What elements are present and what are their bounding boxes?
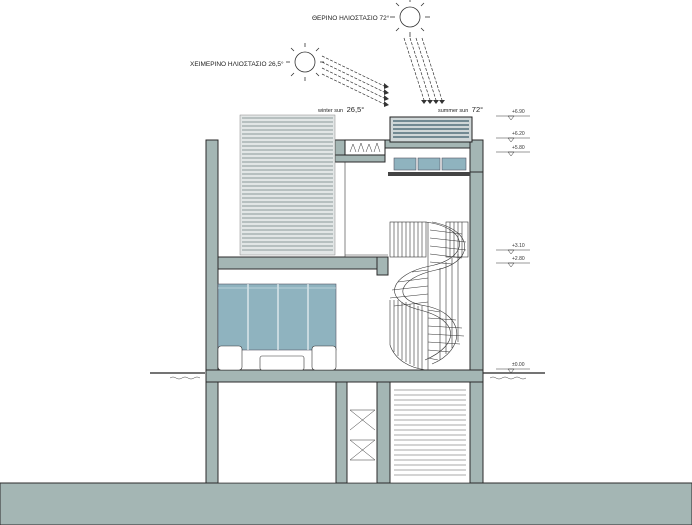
right-upper-wall — [469, 139, 484, 173]
level-label: +3.10 — [512, 243, 525, 249]
basement-storage-stripes — [394, 389, 466, 476]
ground-floor-slab — [205, 369, 484, 383]
summer-sun-caption: summer sun 72° — [438, 105, 483, 114]
level-marker: +3.10 — [496, 243, 530, 255]
summer-sun — [390, 0, 445, 104]
upper-railing — [389, 221, 469, 258]
summer-sun-caption-angle: 72° — [472, 105, 483, 114]
ground-hatch — [169, 376, 527, 380]
level-marker: +6.20 — [496, 131, 530, 143]
winter-sun-caption: winter sun 26,5° — [317, 105, 364, 114]
basement-room-left — [217, 381, 337, 484]
winter-sun-rays — [321, 55, 385, 105]
level-marker: +6.90 — [496, 109, 530, 121]
level-marker: ±0.00 — [496, 362, 530, 374]
skylight-louvres — [393, 120, 469, 138]
basement-room-mid — [346, 381, 378, 484]
winter-sun — [286, 43, 389, 107]
ground-floor-glazing — [217, 283, 337, 351]
summer-sun-rays — [403, 37, 443, 101]
basement-room-right — [389, 381, 471, 484]
slab-drop — [376, 256, 389, 276]
roof-planter — [344, 139, 386, 156]
summer-sun-caption-prefix: summer sun — [438, 108, 468, 114]
basement-stair — [349, 409, 376, 461]
winter-sun-icon — [294, 51, 316, 73]
ground-slab — [0, 482, 692, 525]
summer-sun-icon — [399, 6, 421, 28]
level-label: +6.90 — [512, 109, 525, 115]
basement-column-1 — [335, 381, 348, 484]
left-wall — [205, 139, 219, 484]
level-label: +5.80 — [512, 145, 525, 151]
summer-solstice-label: ΘΕΡΙΝΟ ΗΛΙΟΣΤΑΣΙΟ 72° — [312, 14, 390, 22]
winter-sun-caption-prefix: winter sun — [317, 108, 343, 114]
level-label: ±0.00 — [512, 362, 525, 368]
level-label: +2.80 — [512, 256, 525, 262]
clerestory-windows — [393, 157, 467, 171]
winter-sun-caption-angle: 26,5° — [347, 105, 365, 114]
mezzanine-slab — [388, 172, 470, 176]
first-floor-slab — [217, 256, 389, 270]
planter-plants — [349, 142, 381, 153]
louvre-slats — [242, 117, 333, 251]
level-marker: +2.80 — [496, 256, 530, 268]
right-wall — [469, 171, 484, 484]
basement-column-2 — [376, 381, 391, 484]
ground-floor-furniture — [217, 345, 337, 371]
level-label: +6.20 — [512, 131, 525, 137]
level-markers: +6.90 +6.20 +5.80 +3.10 +2.80 ±0.00 — [496, 109, 530, 374]
roof-parapet — [334, 154, 386, 163]
level-marker: +5.80 — [496, 145, 530, 157]
spiral-staircase — [389, 221, 467, 371]
winter-solstice-label: ΧΕΙΜΕΡΙΝΟ ΗΛΙΟΣΤΑΣΙΟ 26,5° — [190, 60, 284, 68]
